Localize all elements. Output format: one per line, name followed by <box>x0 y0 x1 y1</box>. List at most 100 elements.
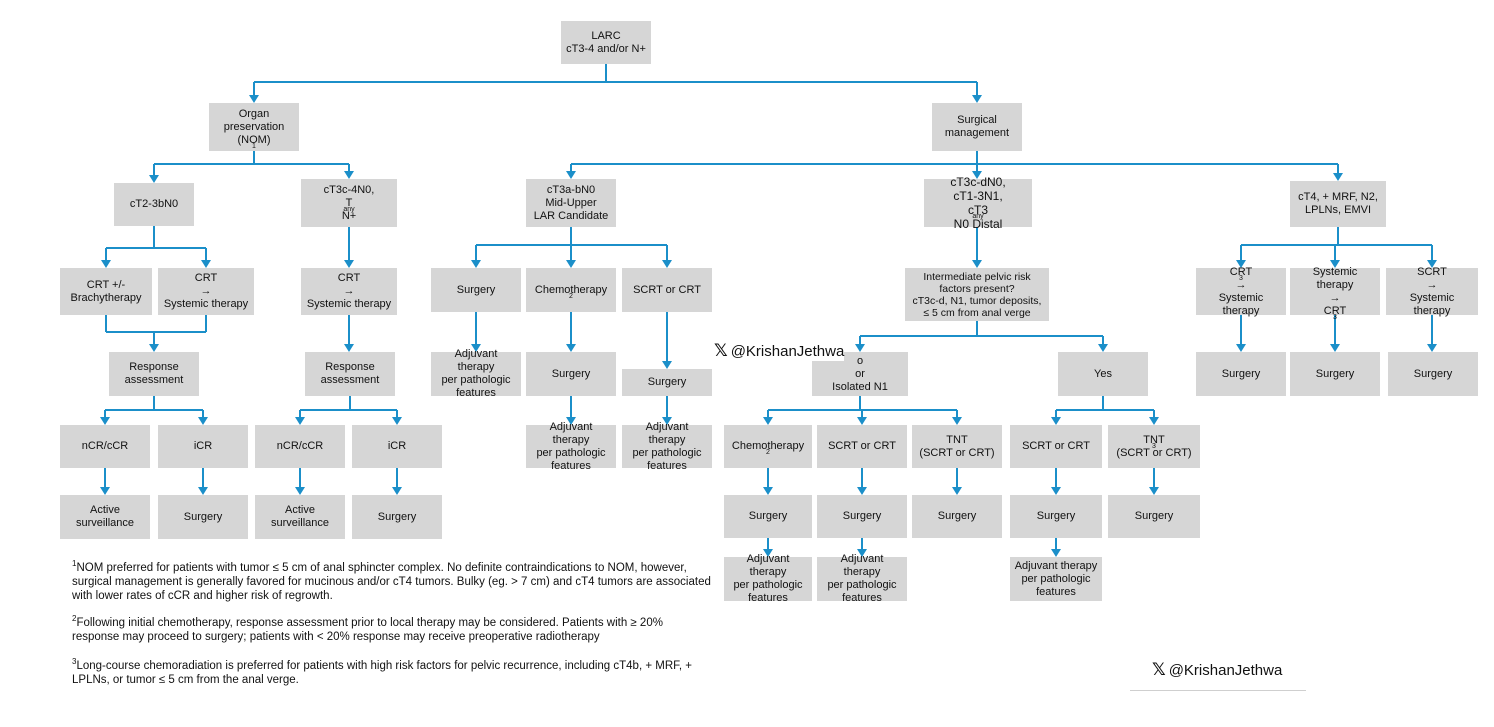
node-text: features <box>551 459 591 472</box>
connector-arrowhead <box>471 344 481 352</box>
connector-arrowhead <box>566 260 576 268</box>
connector-arrowhead <box>763 487 773 495</box>
node-ct3a-bn0: cT3a-bN0 Mid-Upper LAR Candidate <box>526 179 616 227</box>
node-text: Surgery <box>842 510 882 522</box>
node-text: → <box>1235 278 1247 291</box>
node-mid-adjuvant-2: Adjuvant therapy per pathologic features <box>526 421 616 472</box>
connector-arrowhead <box>295 487 305 495</box>
connector-arrowhead <box>201 260 211 268</box>
node-icr-surgery-2: Surgery <box>352 495 442 539</box>
node-text-part: TNT <box>1143 433 1165 446</box>
node-text: preservation <box>223 120 285 133</box>
node-intermediate-risk: Intermediate pelvic risk factors present… <box>905 268 1049 321</box>
node-text: Surgery <box>551 367 591 380</box>
connector-arrowhead <box>952 417 962 425</box>
node-text: Systemic therapy <box>1409 291 1455 317</box>
footnote-number: 2 <box>72 614 77 624</box>
node-text-part: T <box>345 196 353 209</box>
node-text: cT3c-4N0, <box>323 183 375 196</box>
node-icr-2: iCR <box>352 425 442 468</box>
connector-arrowhead <box>1098 344 1108 352</box>
node-no-adjuvant-1: Adjuvant therapy per pathologic features <box>724 553 812 604</box>
node-text: iCR <box>387 440 407 452</box>
node-text: features <box>456 387 496 399</box>
node-text: SCRT or CRT <box>1022 440 1090 452</box>
node-text: Intermediate pelvic risk <box>923 270 1031 283</box>
connector-arrowhead <box>392 487 402 495</box>
node-text: cT4, + MRF, N2, <box>1298 191 1378 203</box>
node-text: surveillance <box>75 517 135 529</box>
node-text-part: N0 Distal <box>953 217 1003 231</box>
connector-arrowhead <box>855 344 865 352</box>
node-text: per pathologic <box>632 446 702 459</box>
node-text: assessment <box>320 374 380 386</box>
connector-arrowhead <box>1236 344 1246 352</box>
node-text: or <box>855 367 865 380</box>
node-yes-surgery-2: Surgery <box>1108 495 1200 538</box>
connector-arrowhead <box>392 417 402 425</box>
node-text: SCRT <box>1417 265 1447 278</box>
node-mid-surgery-2: Surgery <box>526 352 616 396</box>
node-text-part: (NOM) <box>237 133 271 146</box>
node-text: Adjuvant therapy <box>840 553 884 578</box>
node-text-part: cT3 <box>967 203 988 217</box>
node-text: Systemic therapy <box>1218 291 1264 317</box>
connector-arrowhead <box>566 344 576 352</box>
node-text: features <box>1036 585 1076 598</box>
connector-arrowhead <box>1051 417 1061 425</box>
node-text: ≤ 5 cm from anal verge <box>923 306 1031 319</box>
node-mid-adjuvant-1: Adjuvant therapy per pathologic features <box>431 348 521 399</box>
footnote-number: 1 <box>72 559 77 569</box>
node-no-tnt: TNT (SCRT or CRT) <box>912 425 1002 468</box>
node-crt-brachytherapy: CRT +/- Brachytherapy <box>60 268 152 315</box>
connector-arrowhead <box>1149 487 1159 495</box>
node-text: CRT <box>337 272 361 284</box>
node-text: cT3c-dN0, <box>950 175 1006 189</box>
node-text: iCR <box>193 440 213 452</box>
node-text: → <box>1426 278 1438 291</box>
connector-arrowhead <box>198 487 208 495</box>
node-no-isolated-n1: o or Isolated N1 <box>812 352 908 396</box>
node-crt-systemic-2: CRT → Systemic therapy <box>301 268 397 315</box>
node-text: cT3-4 and/or N+ <box>566 42 646 55</box>
node-text: per pathologic <box>441 374 511 386</box>
node-yes-scrt-crt: SCRT or CRT <box>1010 425 1102 468</box>
node-yes: Yes <box>1058 352 1148 396</box>
connector-arrowhead <box>101 260 111 268</box>
node-icr-surgery-1: Surgery <box>158 495 248 539</box>
footnote-1: 1NOM preferred for patients with tumor ≤… <box>72 559 712 603</box>
node-text: Surgery <box>1036 510 1076 522</box>
node-text: Active <box>90 504 120 516</box>
node-response-assessment-2: Response assessment <box>305 352 395 396</box>
node-ct2-3bn0: cT2-3bN0 <box>114 183 194 226</box>
connector-arrowhead <box>198 417 208 425</box>
watermark-handle-bottom: 𝕏 @KrishanJethwa <box>1152 660 1283 680</box>
node-text: Surgical <box>957 114 997 126</box>
node-crt-systemic-1: CRT → Systemic therapy <box>158 268 254 315</box>
connector-arrowhead <box>1236 260 1246 268</box>
connector-arrowhead <box>566 171 576 179</box>
footnote-text: NOM preferred for patients with tumor ≤ … <box>72 562 711 602</box>
footnote-text: Long-course chemoradiation is preferred … <box>72 660 692 686</box>
node-text: features <box>842 592 882 604</box>
connector-arrowhead <box>344 171 354 179</box>
connector-arrowhead <box>1427 260 1437 268</box>
node-larc: LARC cT3-4 and/or N+ <box>561 21 651 64</box>
node-text: Surgery <box>1315 367 1355 380</box>
node-text: CRT +/- <box>86 278 126 291</box>
node-no-adjuvant-2: Adjuvant therapy per pathologic features <box>817 553 907 604</box>
node-text: Surgery <box>456 283 496 296</box>
connector-arrowhead <box>662 361 672 369</box>
node-text: per pathologic <box>733 579 803 591</box>
node-no-surgery-3: Surgery <box>912 495 1002 538</box>
node-no-scrt-crt: SCRT or CRT <box>817 425 907 468</box>
node-ct4-high-risk: cT4, + MRF, N2, LPLNs, EMVI <box>1290 181 1386 227</box>
node-text: features <box>748 592 788 604</box>
node-text-part: N+ <box>341 209 357 222</box>
connector-arrowhead <box>972 95 982 103</box>
node-response-assessment-1: Response assessment <box>109 352 199 396</box>
